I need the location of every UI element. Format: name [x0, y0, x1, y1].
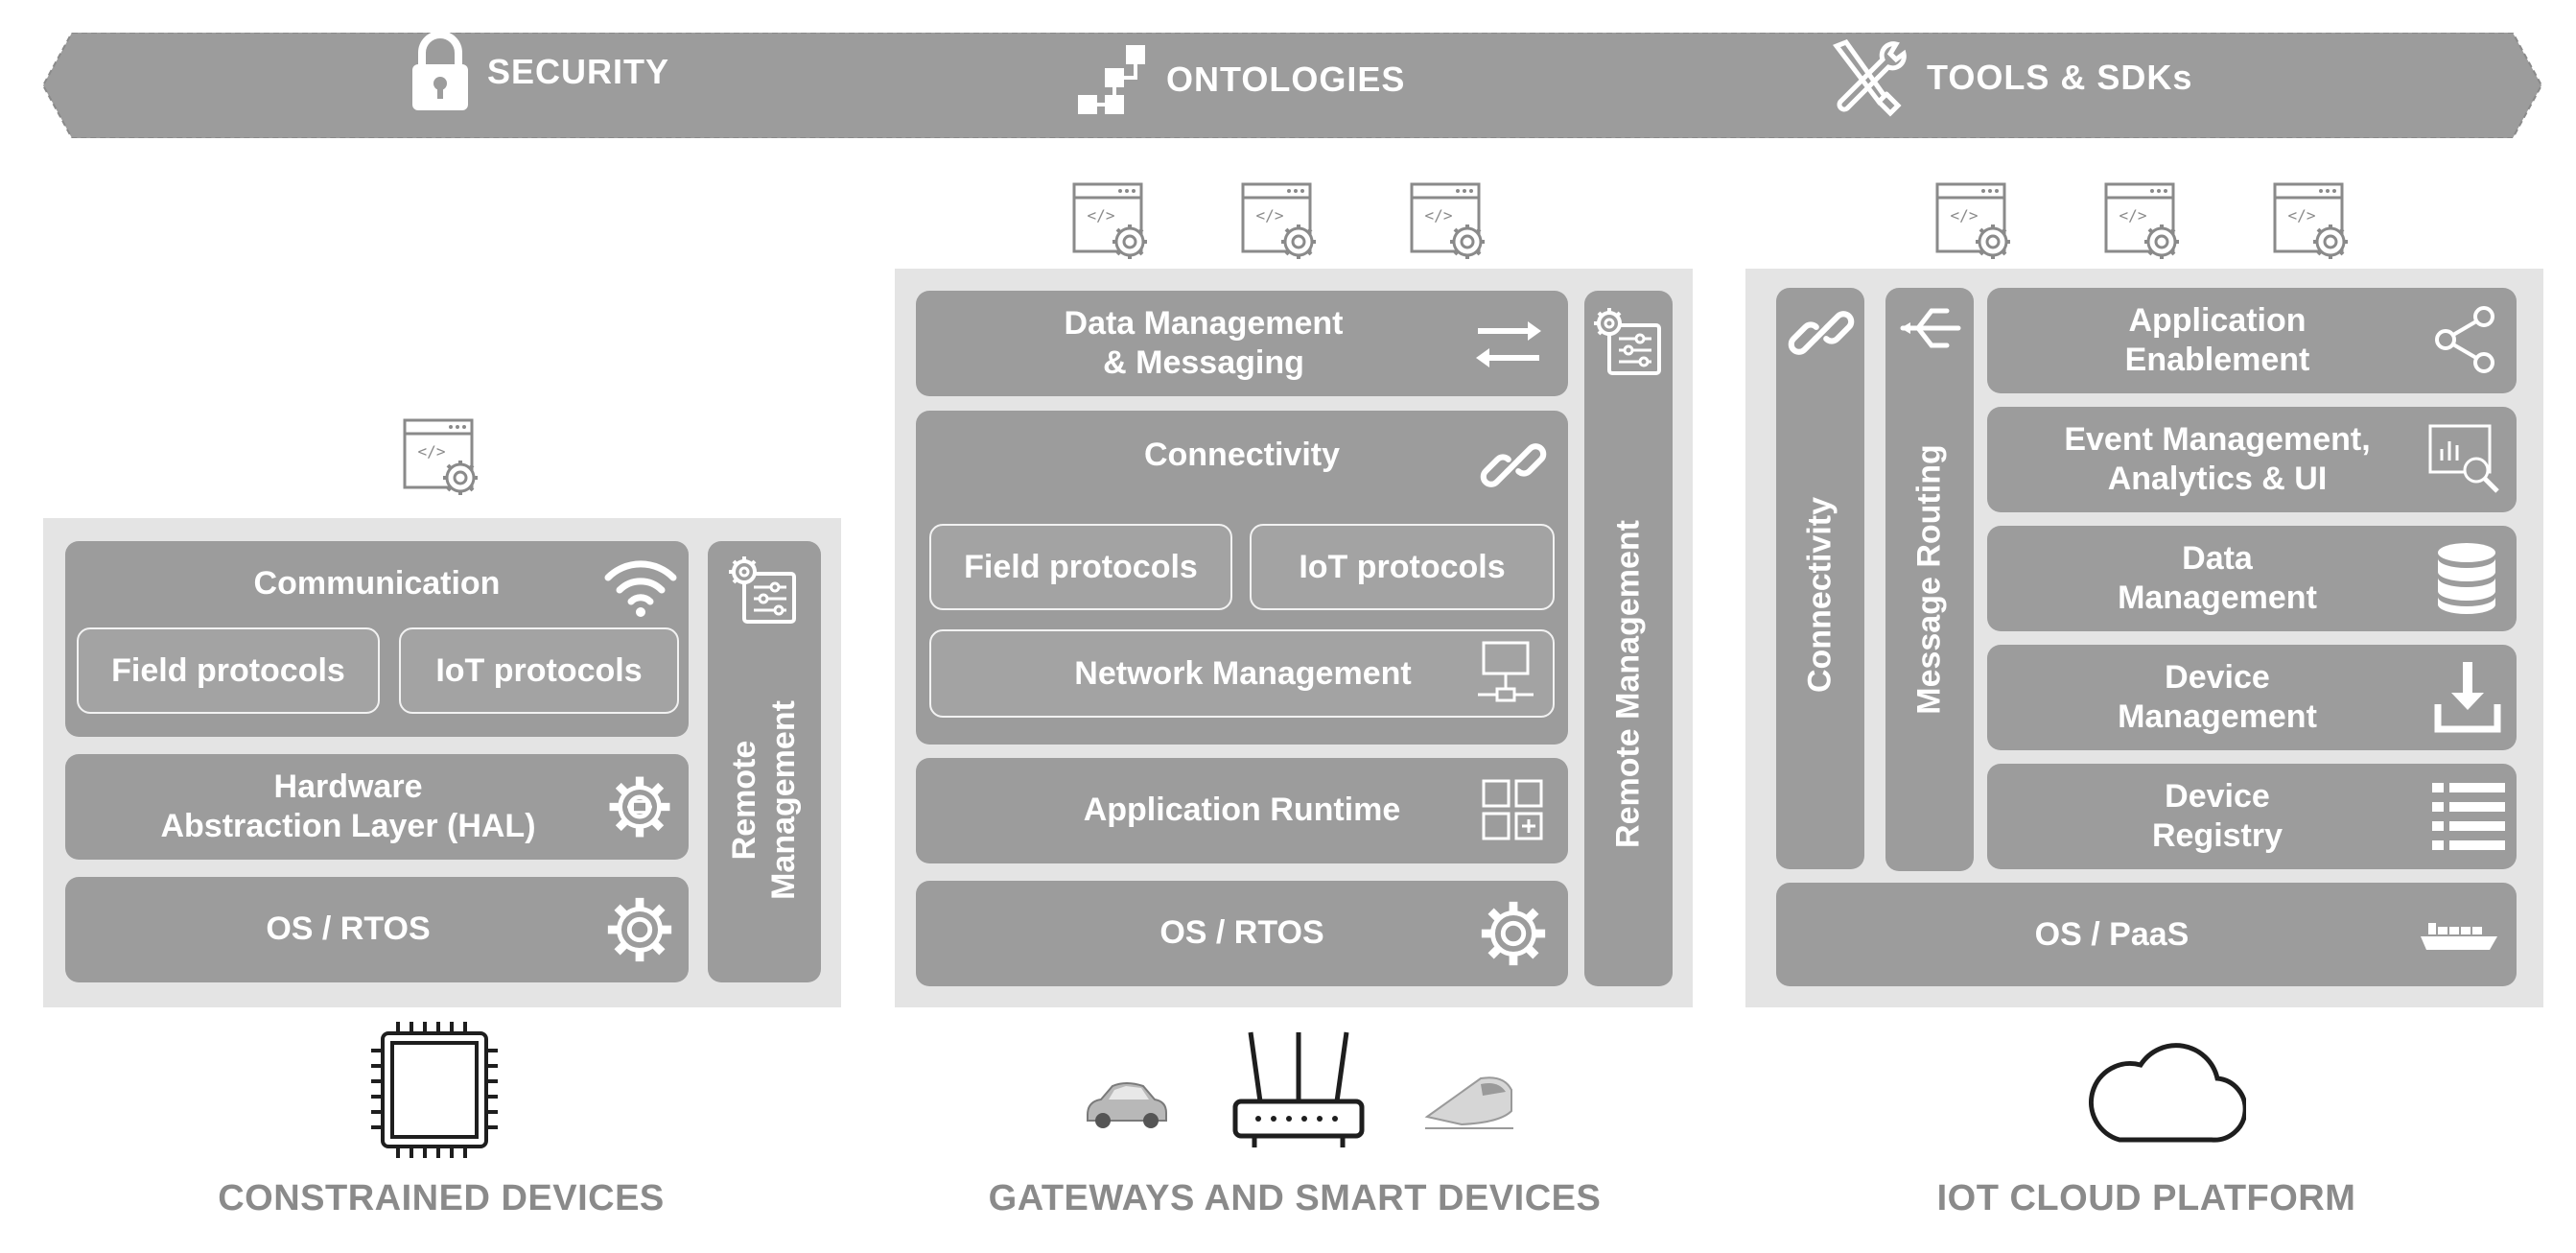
remote-label-line2: Management [765, 700, 802, 900]
share-icon [2435, 306, 2494, 373]
network-management-label: Network Management [1074, 655, 1412, 692]
communication-box: Communication Field protocols IoT protoc… [65, 541, 689, 737]
hal-label-line1: Hardware [273, 768, 423, 805]
os-rtos-label-2: OS / RTOS [1159, 914, 1324, 951]
hal-label-line2: Abstraction Layer (HAL) [160, 808, 536, 844]
top-banner [43, 33, 2541, 138]
app-code-icon [1935, 182, 2012, 259]
caption-constrained: CONSTRAINED DEVICES [218, 1178, 665, 1218]
message-routing-box: Message Routing [1885, 288, 1974, 871]
field-protocols-box: Field protocols [77, 627, 380, 714]
router-icon [1232, 1031, 1365, 1147]
cloud-icon [2088, 1043, 2246, 1143]
list-icon [2432, 783, 2505, 850]
os-rtos-box-1: OS / RTOS [65, 877, 689, 982]
dmm-line1: Data Management [1064, 305, 1344, 342]
banner-ontologies: ONTOLOGIES [1076, 45, 1406, 114]
network-icon [1478, 641, 1534, 702]
application-enablement-label: Application Enablement [1987, 301, 2447, 380]
remote-management-box-2: Remote Management [1584, 291, 1673, 986]
banner-security-label: SECURITY [487, 52, 670, 91]
device-mgmt-line2: Management [2118, 698, 2317, 735]
caption-gateways: GATEWAYS AND SMART DEVICES [988, 1178, 1602, 1218]
event-mgmt-line1: Event Management, [2064, 421, 2371, 458]
device-management-box: Device Management [1987, 645, 2517, 750]
gear-icon [602, 892, 677, 967]
connectivity-box-cloud: Connectivity [1776, 288, 1864, 869]
hierarchy-icon [1078, 45, 1145, 114]
connectivity-label-gw: Connectivity [1143, 437, 1341, 473]
gear-icon [1476, 896, 1551, 971]
os-rtos-label-1: OS / RTOS [266, 910, 431, 947]
device-registry-line2: Registry [2151, 817, 2283, 854]
banner-security: SECURITY [410, 32, 670, 110]
hal-label: Hardware Abstraction Layer (HAL) [65, 768, 631, 846]
event-management-label: Event Management, Analytics & UI [1987, 420, 2447, 499]
application-runtime-label: Application Runtime [1083, 792, 1401, 828]
caption-cloud: IOT CLOUD PLATFORM [1936, 1178, 2356, 1218]
data-mgmt-line1: Data [2182, 540, 2253, 577]
data-management-messaging-label: Data Management & Messaging [916, 304, 1491, 383]
field-protocols-box-gw: Field protocols [929, 524, 1232, 610]
train-icon [1424, 1076, 1513, 1129]
message-routing-label: Message Routing [1910, 444, 1948, 715]
banner-tools: TOOLS & SDKs [1827, 38, 2193, 117]
device-management-label: Device Management [1987, 658, 2447, 737]
iot-protocols-box: IoT protocols [399, 627, 679, 714]
car-icon [1087, 1082, 1167, 1128]
device-registry-label: Device Registry [1987, 777, 2447, 856]
remote-management-box-1: Remote Management [708, 541, 821, 982]
app-code-icon [403, 418, 480, 495]
remote-management-label-1: Remote Management [725, 700, 804, 900]
exchange-arrows-icon [1476, 321, 1541, 367]
wifi-icon [604, 560, 677, 617]
communication-label: Communication [253, 565, 501, 602]
device-mgmt-line1: Device [2165, 659, 2270, 696]
os-paas-box: OS / PaaS [1776, 883, 2517, 986]
iot-protocols-box-gw: IoT protocols [1250, 524, 1555, 610]
data-management-box-cloud: Data Management [1987, 526, 2517, 631]
application-runtime-box: Application Runtime [916, 758, 1568, 863]
usb-routing-icon [1900, 308, 1961, 348]
database-icon [2438, 543, 2495, 614]
remote-label-line1: Remote [726, 740, 762, 861]
hal-box: Hardware Abstraction Layer (HAL) [65, 754, 689, 860]
app-code-icon [1410, 182, 1487, 259]
app-code-icon [1072, 182, 1149, 259]
app-enable-line1: Application [2128, 302, 2307, 339]
gear-plug-icon [604, 771, 675, 842]
lock-icon [412, 32, 468, 110]
container-ship-icon [2421, 923, 2497, 950]
device-registry-box: Device Registry [1987, 764, 2517, 869]
settings-panel-icon [725, 553, 802, 629]
link-icon [1788, 299, 1855, 366]
device-registry-line1: Device [2165, 778, 2270, 815]
data-mgmt-line2: Management [2118, 579, 2317, 616]
banner-tools-label: TOOLS & SDKs [1927, 58, 2193, 97]
add-module-icon [1482, 779, 1543, 840]
application-enablement-box: Application Enablement [1987, 288, 2517, 393]
settings-panel-icon [1590, 304, 1667, 381]
remote-management-label-2: Remote Management [1609, 520, 1647, 848]
banner-ontologies-label: ONTOLOGIES [1166, 59, 1406, 99]
connectivity-box-gw: Connectivity Field protocols IoT protoco… [916, 411, 1568, 745]
download-icon [2434, 662, 2501, 733]
tools-icon [1833, 38, 1907, 117]
dmm-line2: & Messaging [1103, 344, 1304, 381]
app-code-icon [1241, 182, 1318, 259]
connectivity-label-cloud: Connectivity [1801, 496, 1838, 694]
link-icon [1480, 432, 1547, 499]
network-management-box: Network Management [929, 629, 1555, 718]
app-enable-line2: Enablement [2124, 342, 2310, 378]
event-management-box: Event Management, Analytics & UI [1987, 407, 2517, 512]
os-rtos-box-2: OS / RTOS [916, 881, 1568, 986]
app-code-icon [2273, 182, 2350, 259]
analytics-search-icon [2428, 424, 2499, 493]
chip-icon [371, 1022, 498, 1158]
event-mgmt-line2: Analytics & UI [2107, 461, 2328, 497]
data-management-messaging-box: Data Management & Messaging [916, 291, 1568, 396]
app-code-icon [2104, 182, 2181, 259]
os-paas-label: OS / PaaS [2034, 916, 2190, 953]
data-management-label-cloud: Data Management [1987, 539, 2447, 618]
